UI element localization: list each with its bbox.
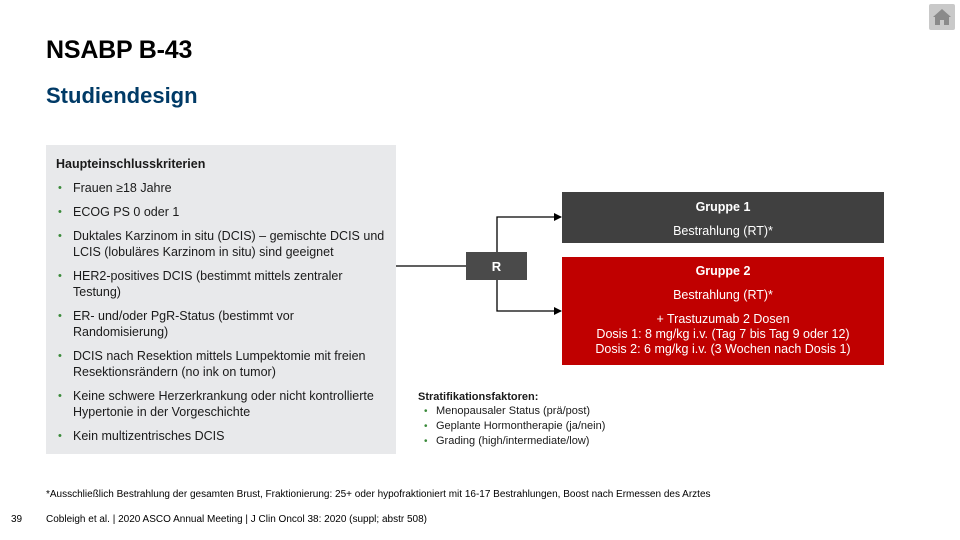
criteria-item: ECOG PS 0 oder 1 (56, 204, 386, 220)
arrow-to-group1 (496, 213, 562, 252)
stratification-factors: Stratifikationsfaktoren: Menopausaler St… (418, 390, 605, 449)
slide-title: NSABP B-43 (46, 36, 193, 64)
arrow-to-group2 (496, 280, 562, 315)
footnote: *Ausschließlich Bestrahlung der gesamten… (46, 489, 711, 500)
citation: Cobleigh et al. | 2020 ASCO Annual Meeti… (46, 514, 427, 525)
group2-dose1: Dosis 1: 8 mg/kg i.v. (Tag 7 bis Tag 9 o… (596, 327, 850, 341)
stratification-list: Menopausaler Status (prä/post) Geplante … (418, 404, 605, 449)
stratification-item: Geplante Hormontherapie (ja/nein) (418, 419, 605, 434)
criteria-title: Haupteinschlusskriterien (56, 157, 206, 171)
page-number: 39 (11, 514, 23, 525)
home-icon (933, 9, 951, 25)
criteria-item: Kein multizentrisches DCIS (56, 428, 386, 444)
group2-box: Gruppe 2 Bestrahlung (RT)* + Trastuzumab… (562, 257, 884, 365)
group1-treatment: Bestrahlung (RT)* (673, 224, 773, 238)
group2-dose2: Dosis 2: 6 mg/kg i.v. (3 Wochen nach Dos… (595, 342, 851, 356)
group1-name: Gruppe 1 (695, 200, 751, 214)
stratification-item: Menopausaler Status (prä/post) (418, 404, 605, 419)
group2-addon: + Trastuzumab 2 Dosen (656, 312, 790, 326)
group2-treatment: Bestrahlung (RT)* (673, 288, 773, 302)
stratification-item: Grading (high/intermediate/low) (418, 434, 605, 449)
criteria-item: Duktales Karzinom in situ (DCIS) – gemis… (56, 228, 386, 260)
criteria-item: ER- und/oder PgR-Status (bestimmt vor Ra… (56, 308, 386, 340)
criteria-list: Frauen ≥18 Jahre ECOG PS 0 oder 1 Duktal… (56, 180, 386, 444)
criteria-item: HER2-positives DCIS (bestimmt mittels ze… (56, 268, 386, 300)
group2-name: Gruppe 2 (695, 264, 751, 278)
slide-subtitle: Studiendesign (46, 83, 198, 108)
stratification-title: Stratifikationsfaktoren: (418, 391, 539, 403)
home-button[interactable] (929, 4, 955, 30)
inclusion-criteria-box: Haupteinschlusskriterien Frauen ≥18 Jahr… (46, 145, 396, 454)
criteria-item: DCIS nach Resektion mittels Lumpektomie … (56, 348, 386, 380)
criteria-item: Keine schwere Herzerkrankung oder nicht … (56, 388, 386, 420)
randomization-box: R (466, 252, 527, 280)
criteria-item: Frauen ≥18 Jahre (56, 180, 386, 196)
group1-box: Gruppe 1 Bestrahlung (RT)* (562, 192, 884, 243)
